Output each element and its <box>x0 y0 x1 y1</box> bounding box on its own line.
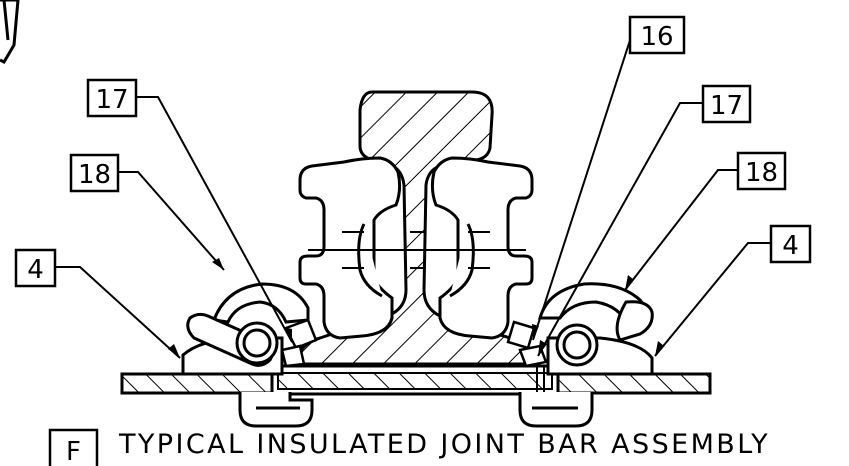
callout-18-right: 18 <box>736 151 787 191</box>
spring-clip-right <box>538 282 654 342</box>
lower-clip-left <box>238 392 314 428</box>
insulator-right <box>506 320 548 368</box>
detail-letter-box <box>48 428 99 466</box>
callout-4-left: 4 <box>14 248 57 288</box>
callout-18-left-label: 18 <box>78 160 111 190</box>
arrowheads <box>168 258 664 358</box>
cropped-fixture <box>0 0 20 64</box>
lower-clip-right <box>518 392 594 428</box>
bolt-centerline <box>308 231 526 269</box>
callout-17-right: 17 <box>701 84 752 124</box>
callout-16-right-label: 16 <box>640 22 673 52</box>
callout-18-left: 18 <box>69 153 120 193</box>
detail-caption: F TYPICAL INSULATED JOINT BAR ASSEMBLY <box>48 428 770 466</box>
callout-18-right-label: 18 <box>745 158 778 188</box>
bolt-head-right <box>555 323 599 367</box>
callout-4-right-label: 4 <box>782 231 799 261</box>
callout-17-left-label: 17 <box>95 85 128 115</box>
insulating-pad <box>270 364 560 396</box>
callout-17-right-label: 17 <box>710 91 743 121</box>
callout-16-right: 16 <box>628 15 686 55</box>
callout-4-left-label: 4 <box>27 255 44 285</box>
joint-bar-right <box>430 156 534 340</box>
detail-letter: F <box>66 437 81 466</box>
callout-4-right: 4 <box>769 224 812 264</box>
joint-bar-left <box>298 156 402 340</box>
drawing-title: TYPICAL INSULATED JOINT BAR ASSEMBLY <box>118 429 770 460</box>
bolt-head-left <box>235 321 279 365</box>
callout-17-left: 17 <box>86 78 138 118</box>
